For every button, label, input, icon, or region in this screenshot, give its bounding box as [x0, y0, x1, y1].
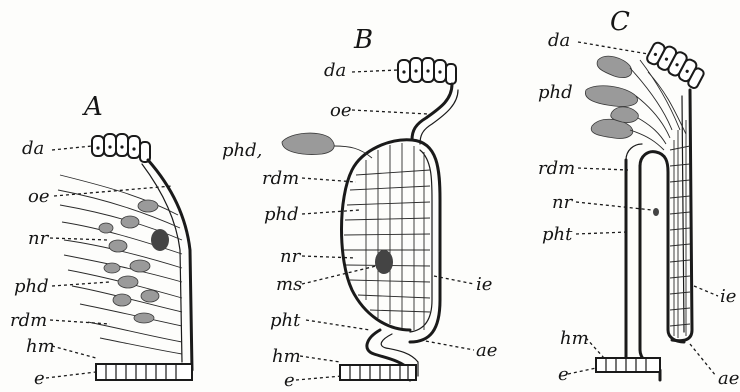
panel-c-label-hm: hm — [560, 328, 589, 349]
panel-b-label-hm: hm — [272, 346, 301, 367]
panel-b-label-nr: nr — [280, 246, 302, 267]
panel-c-label-e: e — [558, 364, 569, 385]
panel-b-label-da: da — [324, 60, 346, 81]
panel-c-label-rdm: rdm — [538, 158, 575, 179]
panel-b-retina-fibers — [344, 143, 430, 330]
panel-a-epidermis — [96, 364, 192, 380]
panel-b-title: B — [353, 25, 373, 55]
panel-b-label-ie: ie — [476, 274, 492, 295]
panel-c-epidermis — [596, 358, 660, 372]
panel-b-label-rdm: rdm — [262, 168, 299, 189]
panel-c: C — [538, 7, 739, 389]
panel-b-label-ms: ms — [276, 274, 302, 295]
panel-a-title: A — [82, 92, 103, 122]
panel-a-outer-wall — [148, 160, 192, 372]
panel-c-label-nr: nr — [552, 192, 574, 213]
panel-b-label-phd-comma: phd, — [222, 140, 262, 161]
panel-a: A — [10, 92, 192, 389]
panel-c-title: C — [610, 7, 630, 37]
panel-b-distal-cells — [398, 58, 456, 84]
panel-c-distal-cells — [644, 39, 707, 89]
panel-b-label-ae: ae — [476, 340, 497, 361]
panel-c-label-phd: phd — [538, 82, 573, 103]
panel-a-label-rdm: rdm — [10, 310, 47, 331]
panel-a-nerve-fibers — [58, 175, 182, 354]
panel-b-label-e: e — [284, 370, 295, 391]
panel-c-label-ie: ie — [720, 286, 736, 307]
panel-a-label-nr: nr — [28, 228, 50, 249]
panel-b-label-pht: pht — [270, 310, 301, 331]
panel-a-label-hm: hm — [26, 336, 55, 357]
panel-a-distal-cells — [92, 134, 150, 162]
panel-a-label-da: da — [22, 138, 44, 159]
panel-a-label-e: e — [34, 368, 45, 389]
panel-b-epidermis — [340, 365, 416, 380]
panel-c-retina-fibers — [670, 120, 690, 338]
panel-b-pigment-cell — [282, 133, 372, 158]
panel-c-label-da: da — [548, 30, 570, 51]
panel-b-label-phd: phd — [264, 204, 299, 225]
panel-c-label-ae: ae — [718, 368, 739, 389]
panel-c-label-pht: pht — [542, 224, 573, 245]
panel-b: B — [222, 25, 497, 391]
panel-a-label-oe: oe — [28, 186, 50, 207]
panel-b-label-oe: oe — [330, 100, 352, 121]
panel-a-label-phd: phd — [14, 276, 49, 297]
